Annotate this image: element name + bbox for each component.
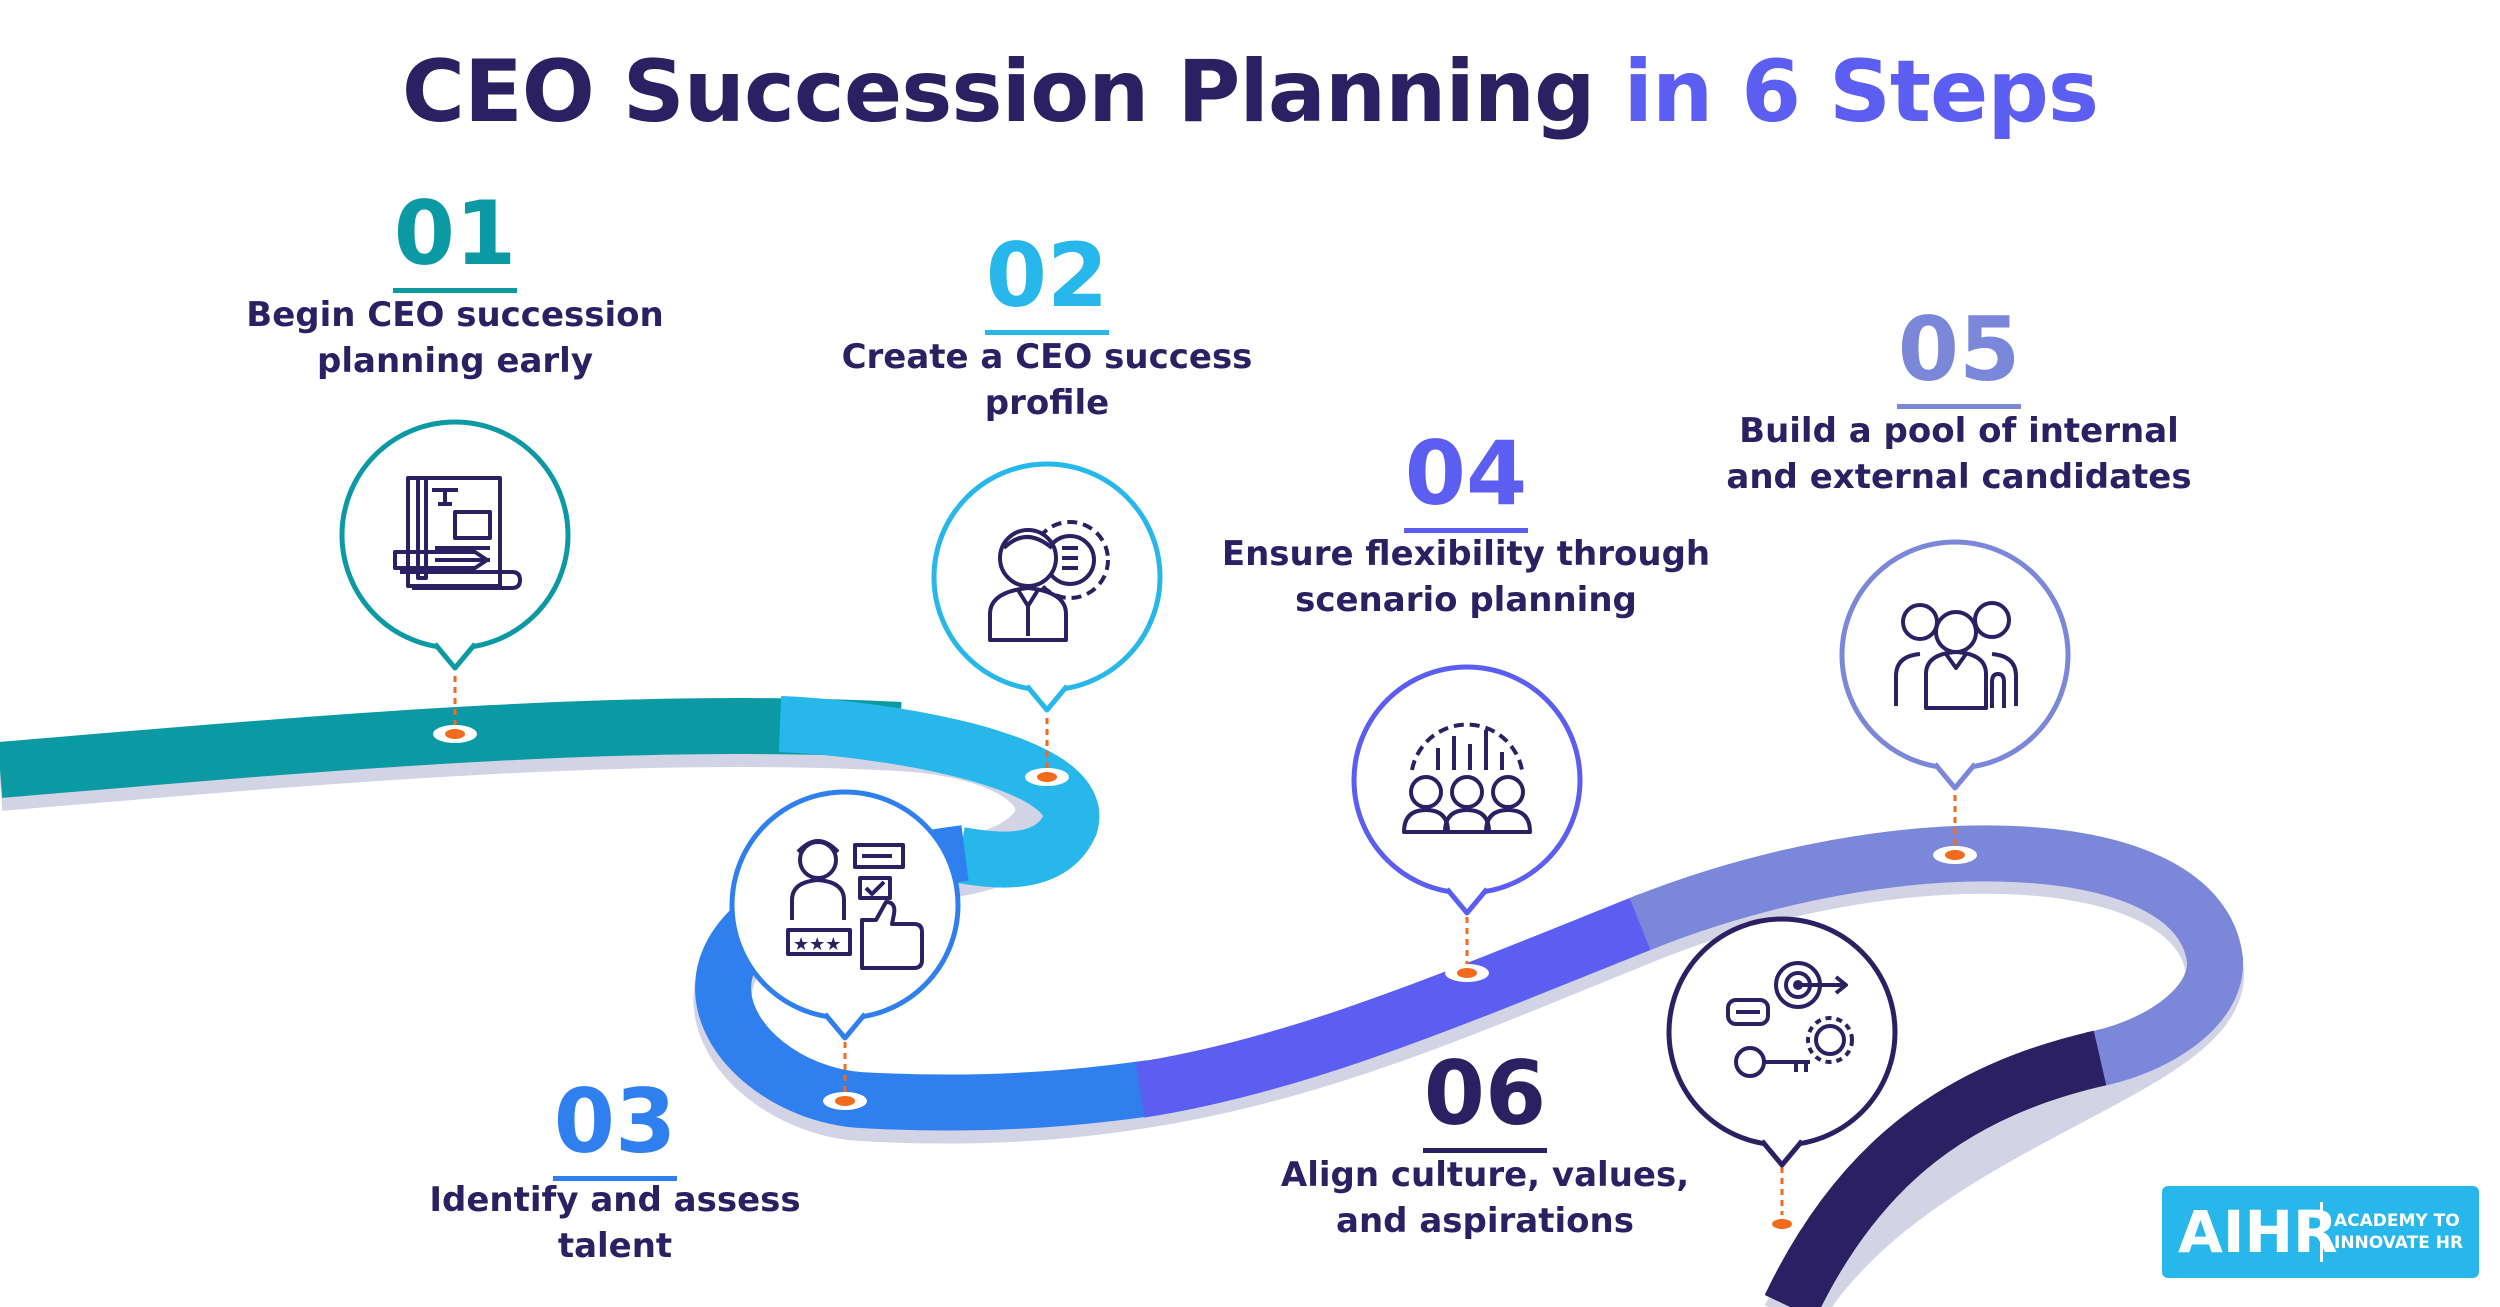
road-segment-6 [1764, 1030, 2107, 1307]
candidates-group-icon [1894, 601, 2018, 710]
profile-gear-icon [988, 520, 1110, 642]
road-segment-4 [1135, 894, 1661, 1118]
step-04-number: 04 [1386, 430, 1546, 533]
step-06-number: 06 [1405, 1050, 1565, 1153]
pin-01 [433, 676, 477, 743]
step-03-bubble: ★★★ [729, 789, 961, 1041]
team-chart-gear-icon [1402, 722, 1532, 834]
logo-brand: AIHR [2178, 1198, 2338, 1266]
pin-06 [1760, 1167, 1804, 1233]
rating-thumbs-up-icon: ★★★ [786, 839, 924, 970]
step-01-bubble [339, 419, 571, 671]
pin-03 [823, 1042, 867, 1110]
step-04-text: Ensure flexibility through scenario plan… [1221, 534, 1711, 620]
step-03-text: Identify and assess talent [429, 1180, 801, 1266]
step-05-bubble [1839, 539, 2071, 791]
svg-text:★★★: ★★★ [793, 934, 841, 955]
title-main: CEO Succession Planning [401, 42, 1596, 142]
step-01-number: 01 [375, 190, 535, 293]
pin-05 [1933, 795, 1977, 864]
step-03-number: 03 [535, 1078, 695, 1181]
document-pencil-icon [393, 476, 522, 590]
logo-divider [2320, 1202, 2323, 1262]
step-05-text: Build a pool of internal and external ca… [1726, 411, 2192, 497]
step-02-text: Create a CEO success profile [841, 337, 1253, 423]
step-06-text: Align culture, values, and aspirations [1280, 1155, 1690, 1241]
aihr-logo: AIHR ACADEMY TO INNOVATE HR [2162, 1186, 2479, 1278]
road-segment-2 [778, 696, 1100, 888]
logo-tagline: ACADEMY TO INNOVATE HR [2334, 1211, 2464, 1253]
step-04-bubble [1351, 664, 1583, 916]
pin-04 [1445, 917, 1489, 982]
step-05-number: 05 [1879, 306, 2039, 409]
target-key-icon [1726, 961, 1854, 1078]
step-01-text: Begin CEO succession planning early [246, 295, 664, 381]
step-02-number: 02 [967, 232, 1127, 335]
step-02-bubble [931, 461, 1163, 713]
step-06-bubble [1666, 916, 1898, 1168]
road-segment-5 [1629, 825, 2243, 1088]
pin-02 [1025, 718, 1069, 786]
title-accent: in 6 Steps [1623, 42, 2100, 142]
page-title: CEO Succession Planning in 6 Steps [0, 42, 2500, 142]
